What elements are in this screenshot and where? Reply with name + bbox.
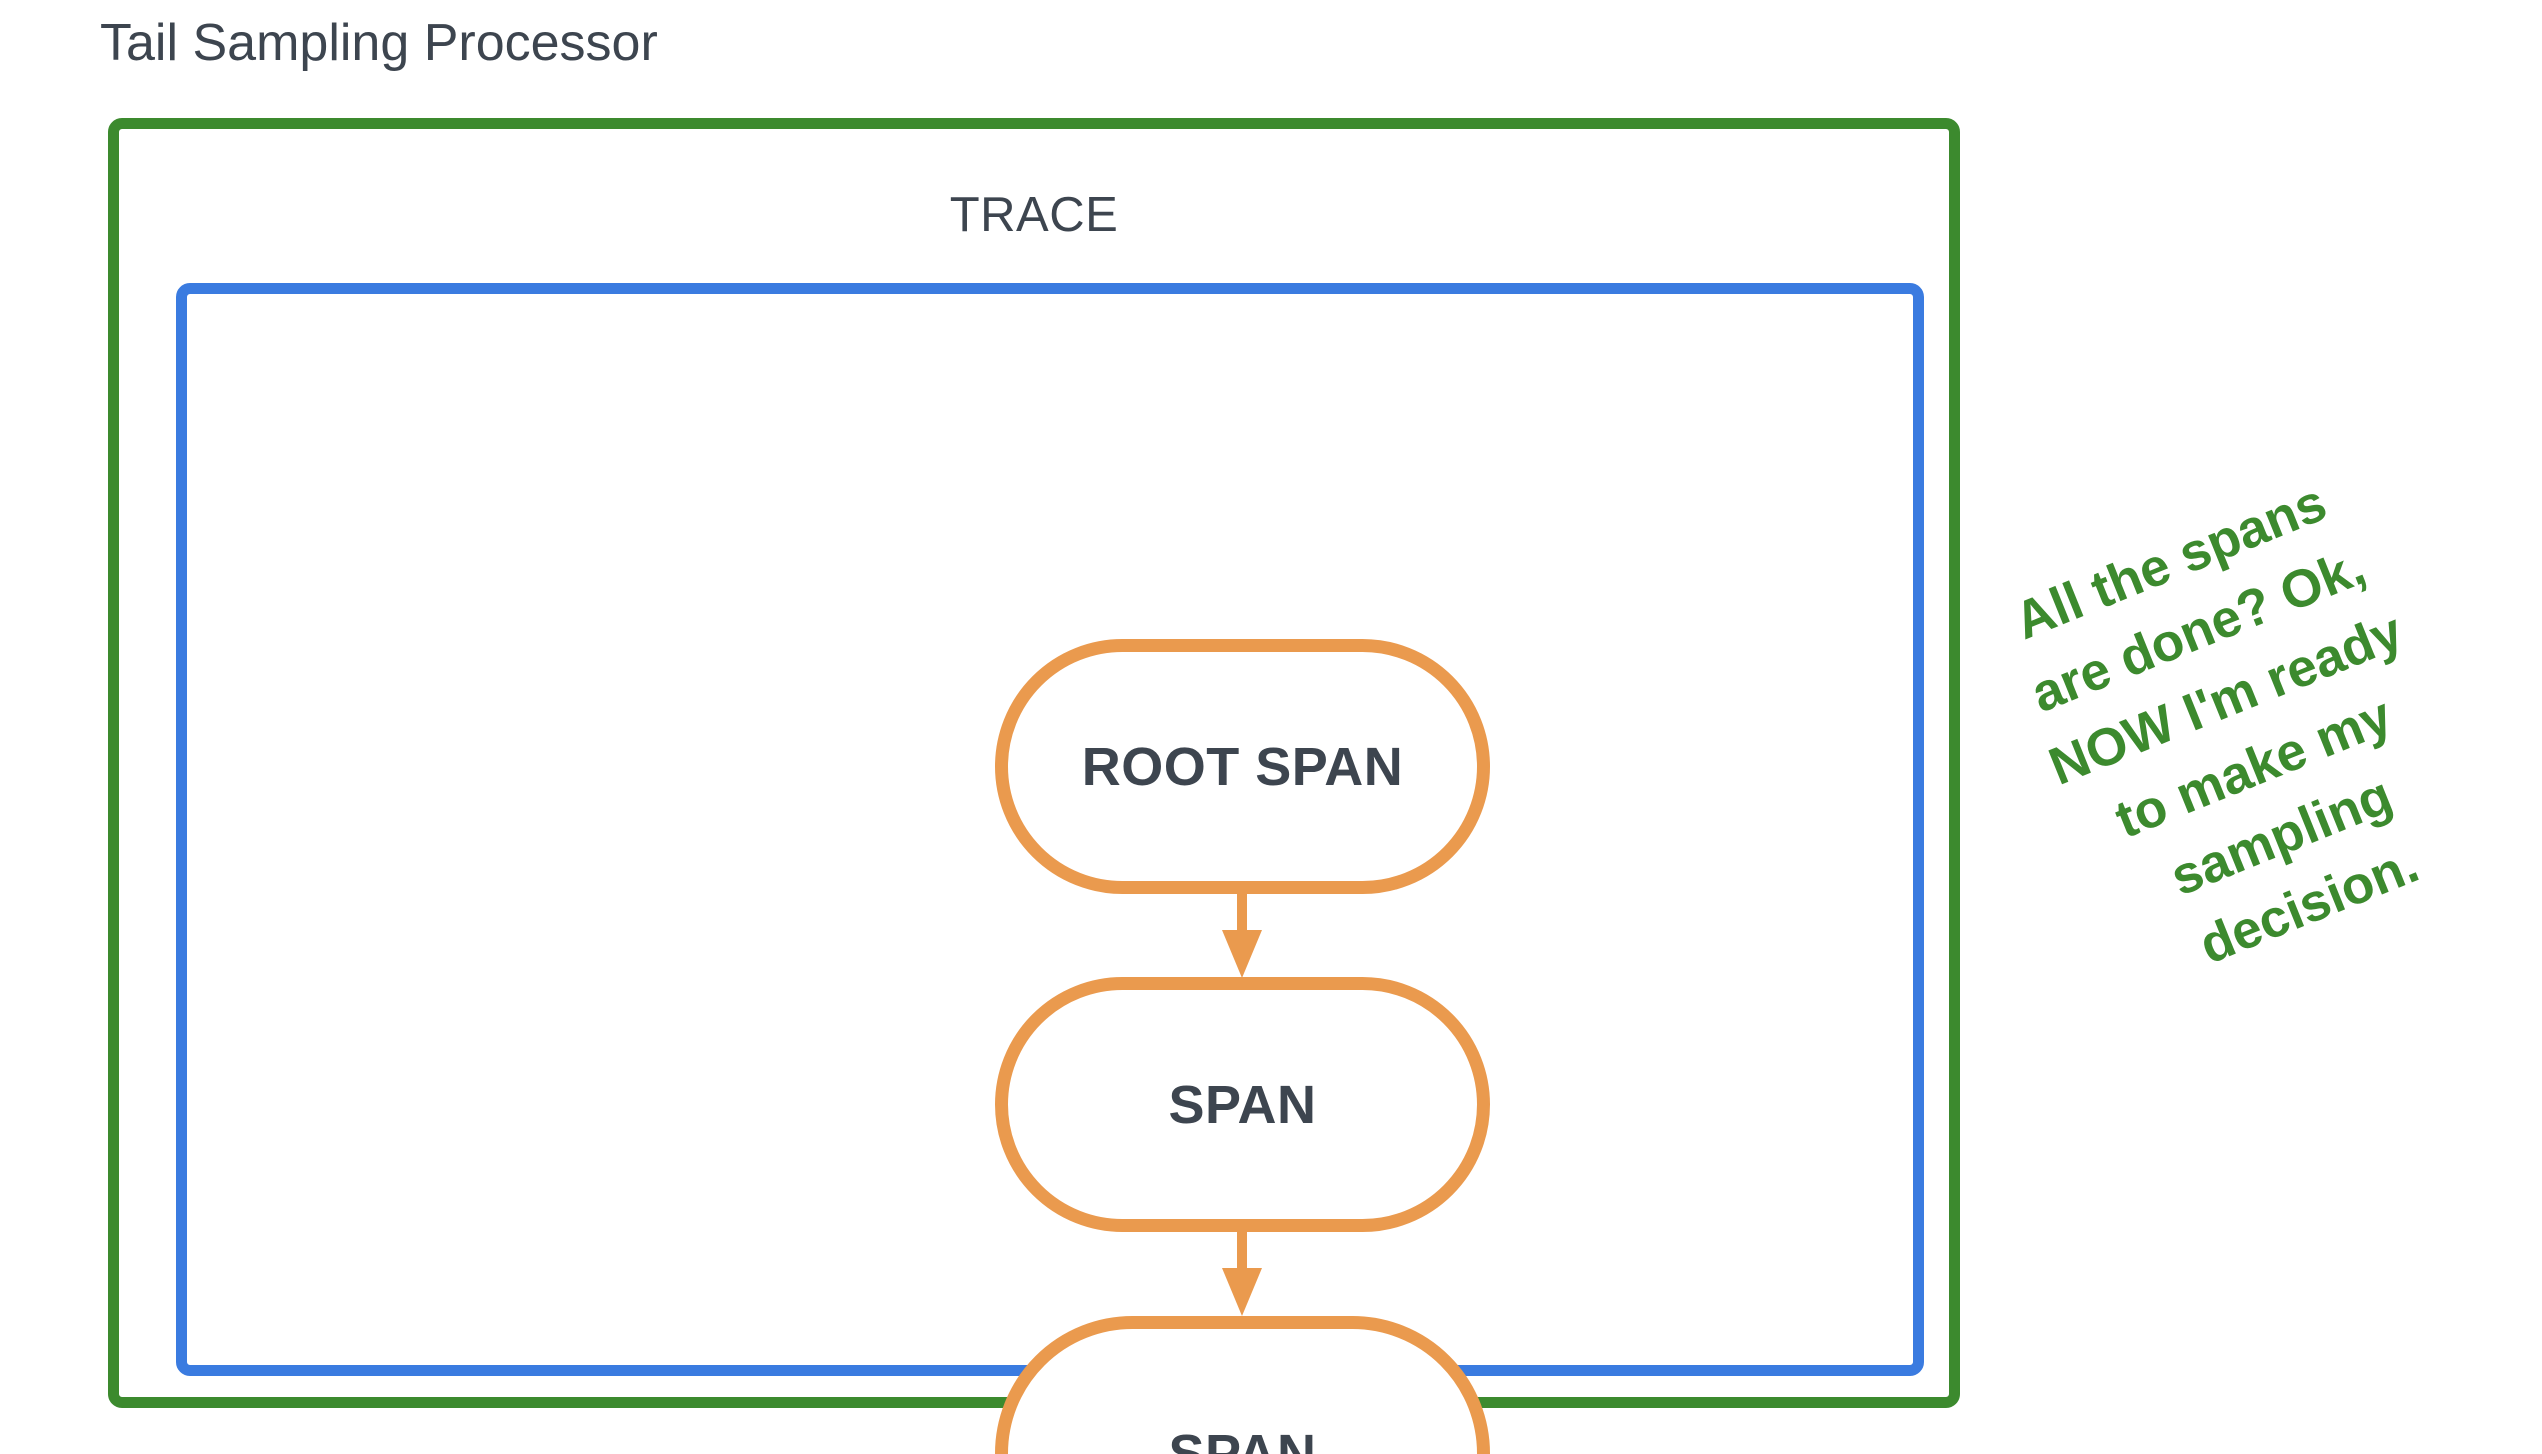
arrow-line [1237,1232,1247,1268]
span-label-3: SPAN [1168,1423,1317,1454]
span-node-root[interactable]: ROOT SPAN [995,639,1490,894]
span-node-3[interactable]: SPAN [995,1316,1490,1454]
page-title: Tail Sampling Processor [100,14,658,72]
arrow-head-icon [1222,930,1262,978]
arrow-head-icon [1222,1268,1262,1316]
arrow-line [1237,894,1247,930]
arrow-span-2-to-span-3 [1222,1232,1262,1316]
trace-container: ROOT SPAN SPAN SPAN [176,283,1924,1454]
trace-label: TRACE [949,188,1119,242]
span-node-2[interactable]: SPAN [995,977,1490,1232]
span-label-2: SPAN [1168,1074,1317,1135]
arrow-root-to-span-2 [1222,894,1262,978]
sampling-decision-annotation: All the spans are done? Ok, NOW I'm read… [1916,431,2542,1037]
tail-sampling-processor-container: TRACE ROOT SPAN SPAN SPAN [108,118,1960,1454]
span-label-root: ROOT SPAN [1081,736,1404,797]
